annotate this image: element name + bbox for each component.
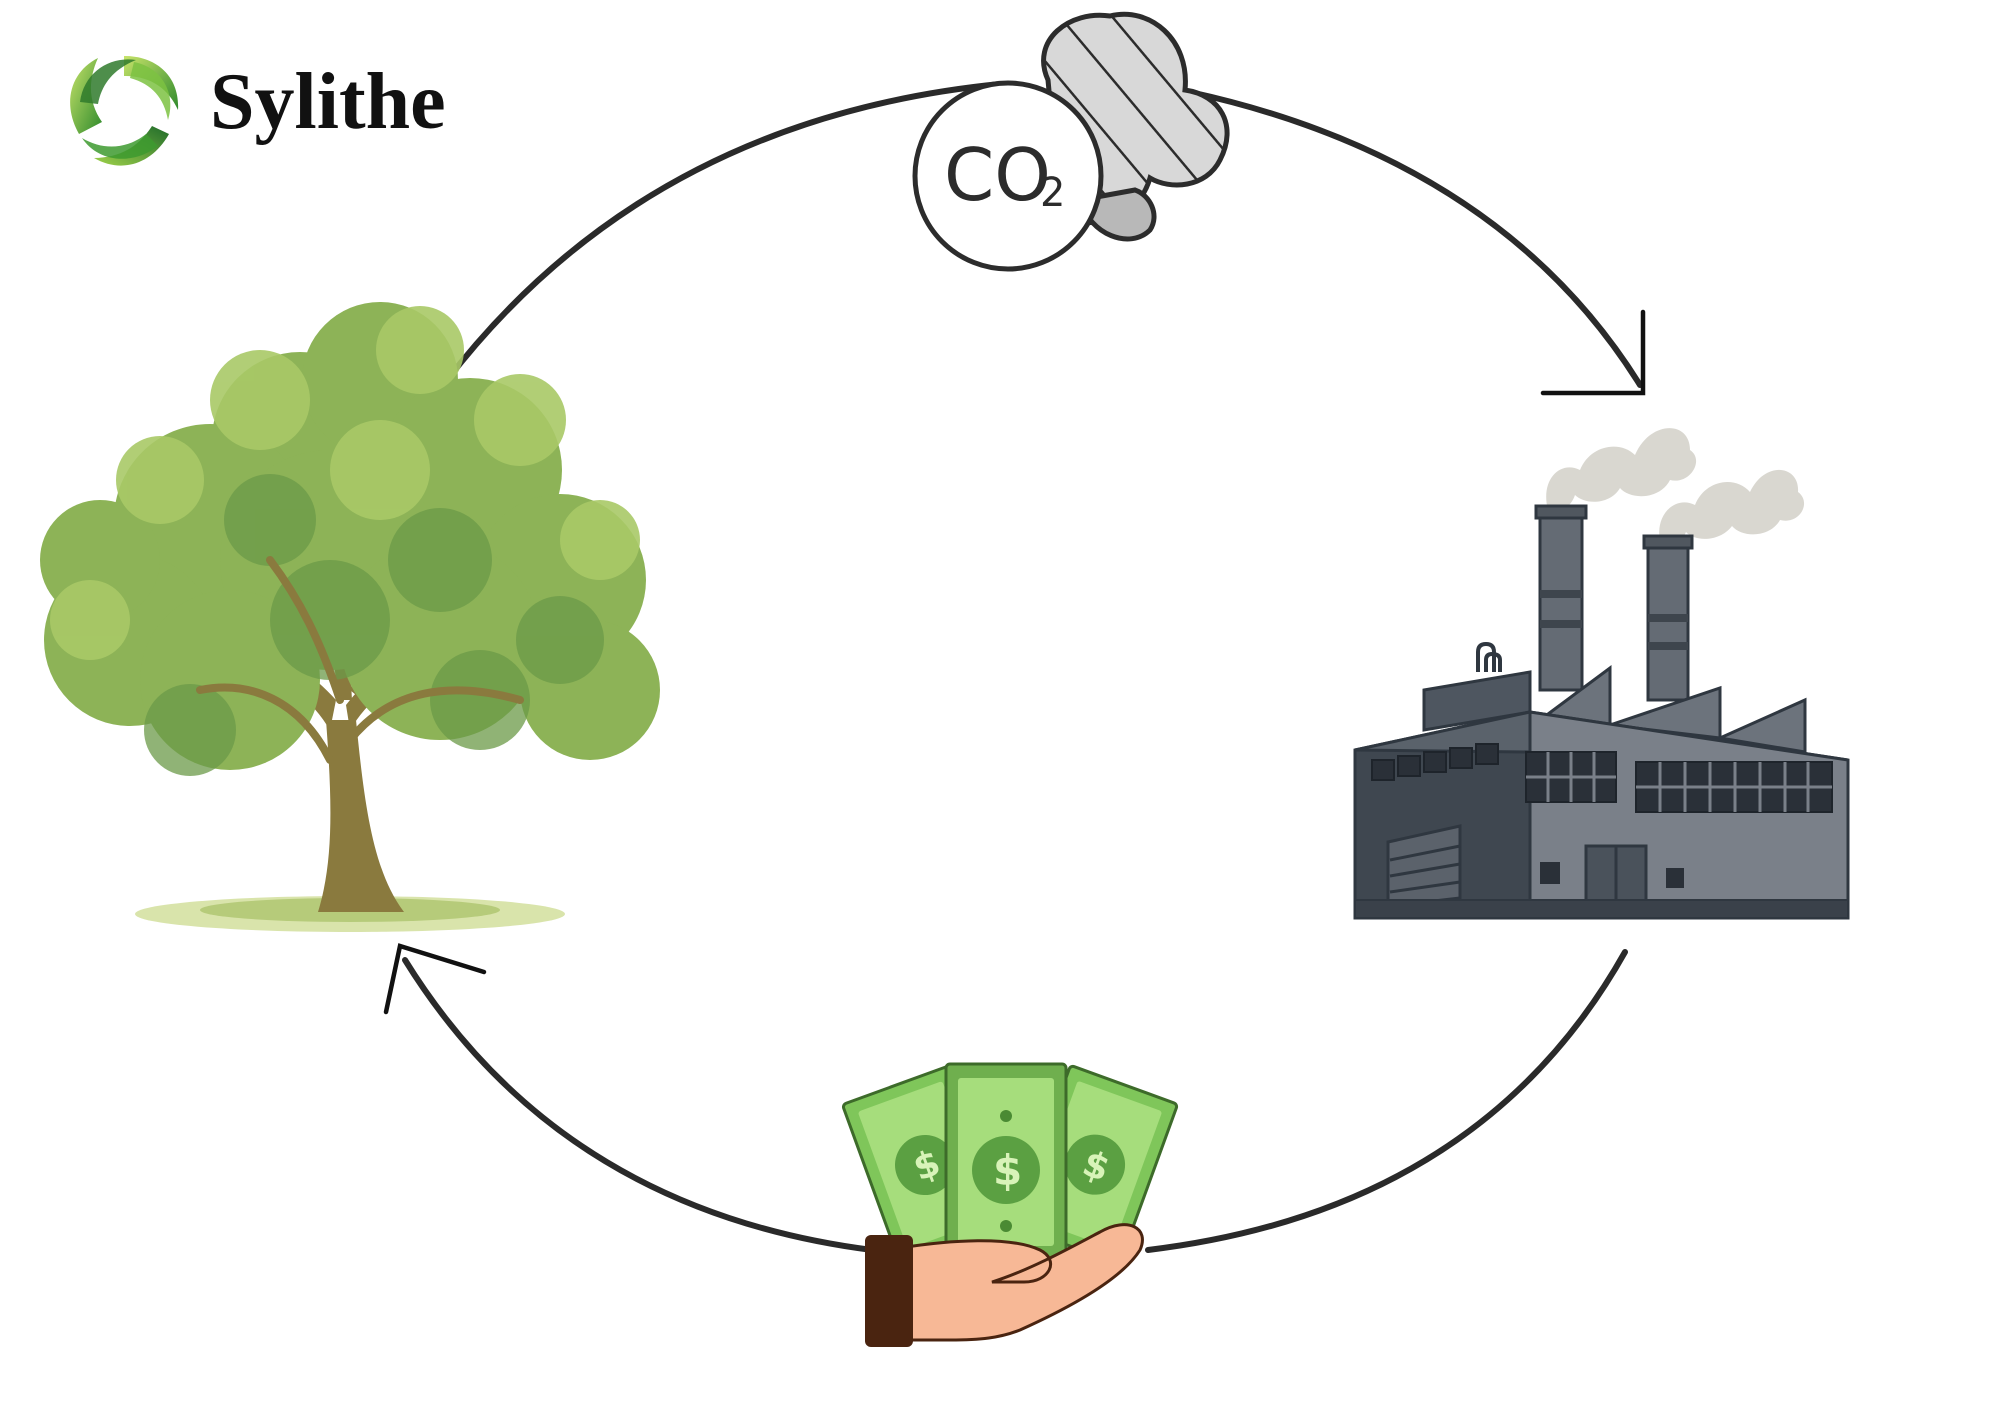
co2-subscript: 2 [1040, 170, 1065, 216]
co2-label: CO [944, 133, 1051, 217]
arrowhead-factory [1540, 309, 1646, 396]
tree-icon [40, 302, 660, 932]
arrowhead-tree [383, 943, 487, 1015]
arc-factory-to-money [1145, 949, 1628, 1253]
factory-icon [1353, 428, 1850, 920]
arc-tree-to-co2 [435, 81, 1003, 395]
cycle-ring [402, 81, 1643, 1253]
brand-name: Sylithe [210, 58, 446, 146]
arc-co2-to-factory [1187, 89, 1643, 388]
svg-text:$: $ [993, 1146, 1022, 1195]
hand-holding-money-icon: $ $ $ [841, 1062, 1179, 1347]
arrowheads [383, 309, 1646, 1015]
swirl-leaf-logo-icon [70, 56, 179, 166]
arc-money-to-tree [402, 957, 875, 1253]
co2-cloud-icon: CO 2 [912, 11, 1230, 272]
